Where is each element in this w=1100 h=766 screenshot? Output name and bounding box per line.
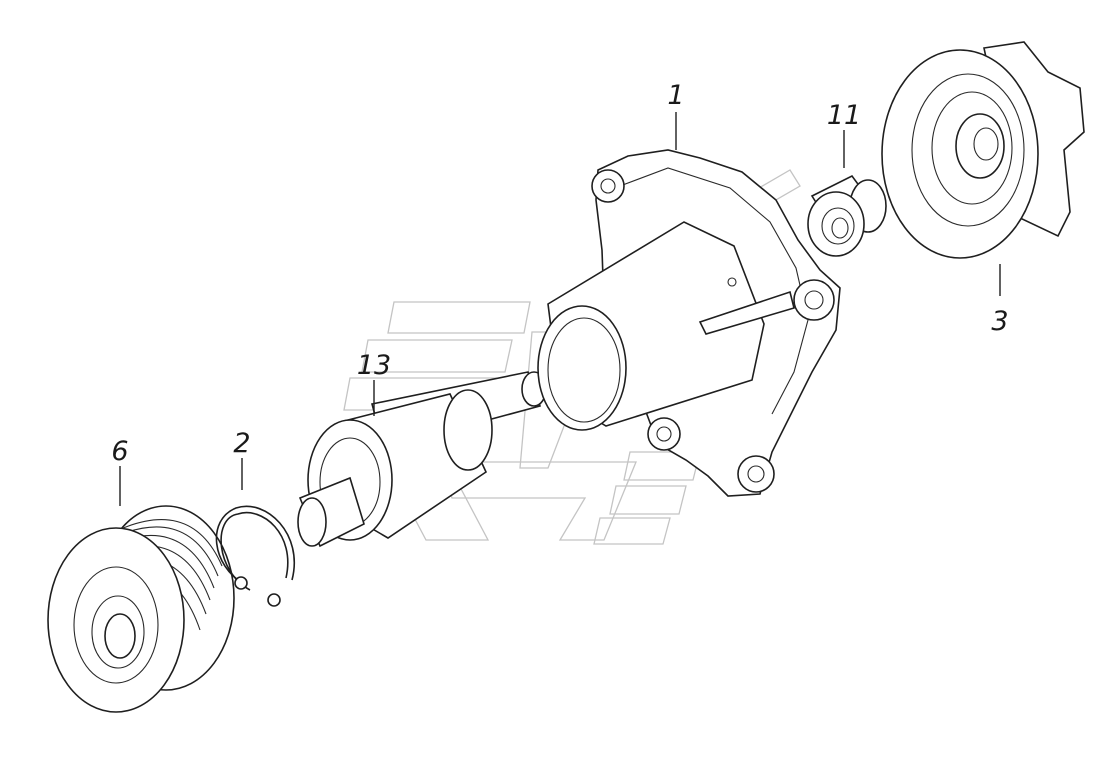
- pulley: [47, 466, 235, 713]
- label-shaft-bearing: 13: [357, 350, 391, 381]
- seal: [807, 130, 887, 257]
- label-pulley: 6: [111, 436, 128, 467]
- pump-housing: [537, 112, 841, 497]
- label-impeller: 3: [991, 306, 1008, 337]
- shaft-bearing: [297, 371, 547, 548]
- label-housing: 1: [667, 80, 684, 111]
- impeller: [881, 41, 1085, 296]
- label-retaining-ring: 2: [233, 428, 250, 459]
- label-seal: 11: [827, 100, 861, 131]
- retaining-ring: [215, 458, 295, 607]
